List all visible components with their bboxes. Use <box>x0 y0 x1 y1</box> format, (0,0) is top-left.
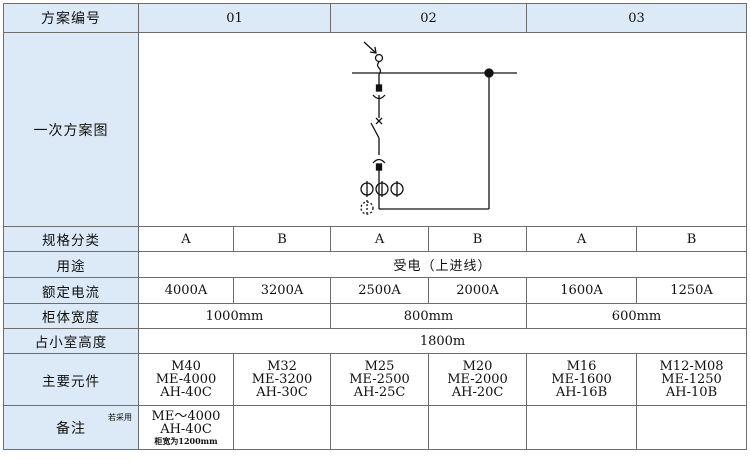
room-height-label: 占小室高度 <box>3 328 139 354</box>
scheme-01: 01 <box>137 3 332 33</box>
cabinet-width-value: 600mm <box>526 303 748 329</box>
component-line: ME-3200 <box>251 372 313 387</box>
component-line: M40 <box>171 359 201 374</box>
lower-plug-arc <box>372 158 386 164</box>
component-cell: M40 ME-4000 AH-40C <box>138 353 234 406</box>
usage-row: 用途 受电（上进线） <box>3 251 748 278</box>
component-line: M20 <box>462 359 493 374</box>
spec-class-value: A <box>526 226 638 252</box>
component-line: ME-1250 <box>661 372 722 387</box>
scheme-spec-table: 方案编号 01 02 03 一次方案图 <box>3 3 748 450</box>
upper-plug-rect <box>375 84 383 92</box>
room-height-value: 1800m <box>137 328 748 354</box>
notes-label-cell: 备注 若采用 <box>3 405 139 450</box>
note-small-line: 柜宽为1200mm <box>154 435 218 446</box>
notes-label: 备注 <box>56 420 86 437</box>
component-line: M16 <box>566 359 597 374</box>
component-line: AH-40C <box>160 385 212 400</box>
component-line: M25 <box>364 359 395 374</box>
incoming-arrow-head <box>369 46 377 54</box>
component-line: M32 <box>267 359 297 374</box>
component-line: AH-30C <box>256 385 308 400</box>
lower-plug-rect <box>375 163 383 171</box>
spec-class-label: 规格分类 <box>3 226 139 252</box>
terminal-circle <box>374 53 384 63</box>
component-cell: M32 ME-3200 AH-30C <box>232 353 332 406</box>
component-cell: M16 ME-1600 AH-16B <box>526 353 638 406</box>
spec-class-value: A <box>330 226 430 252</box>
component-line: ME-2500 <box>349 372 410 387</box>
notes-label-super: 若采用 <box>108 413 132 422</box>
component-line: ME-2000 <box>447 372 508 387</box>
note-cell-empty <box>636 405 748 450</box>
rated-current-value: 4000A <box>138 277 234 304</box>
usage-value: 受电（上进线） <box>137 251 748 278</box>
component-cell: M25 ME-2500 AH-25C <box>330 353 430 406</box>
rated-current-value: 3200A <box>232 277 332 304</box>
components-label: 主要元件 <box>3 353 139 406</box>
note-cell-empty <box>526 405 638 450</box>
note-cell-empty <box>330 405 430 450</box>
primary-scheme-label: 一次方案图 <box>3 32 139 227</box>
breaker-x-b <box>375 117 383 125</box>
spec-class-value: B <box>428 226 528 252</box>
note-cell-empty <box>232 405 332 450</box>
spec-class-value: B <box>232 226 332 252</box>
rated-current-row: 额定电流 4000A 3200A 2500A 2000A 1600A 1250A <box>3 277 748 304</box>
note-line: AH-40C <box>160 421 212 437</box>
rated-current-value: 1600A <box>526 277 638 304</box>
rated-current-value: 1250A <box>636 277 748 304</box>
component-line: AH-20C <box>451 385 504 400</box>
cabinet-width-label: 柜体宽度 <box>3 303 139 329</box>
incoming-arrow-shaft <box>363 41 377 54</box>
diagram-row: 一次方案图 <box>3 32 748 227</box>
spec-class-row: 规格分类 A B A B A B <box>3 226 748 252</box>
spec-class-value: B <box>636 226 748 252</box>
usage-label: 用途 <box>3 251 139 278</box>
component-line: AH-10B <box>665 385 718 400</box>
cabinet-width-value: 800mm <box>330 303 528 329</box>
primary-scheme-diagram-cell <box>137 32 748 227</box>
component-cell: M20 ME-2000 AH-20C <box>428 353 528 406</box>
breaker-contact-line <box>370 122 380 139</box>
component-line: ME-4000 <box>155 372 217 387</box>
component-line: AH-25C <box>353 385 406 400</box>
component-cell: M12-M08 ME-1250 AH-10B <box>636 353 748 406</box>
single-line-diagram <box>352 41 517 216</box>
component-line: ME-1600 <box>551 372 612 387</box>
scheme-02: 02 <box>330 3 528 33</box>
component-line: AH-16B <box>555 385 608 400</box>
header-row: 方案编号 01 02 03 <box>3 3 748 33</box>
rated-current-label: 额定电流 <box>3 277 139 304</box>
rated-current-value: 2500A <box>330 277 430 304</box>
component-line: M12-M08 <box>659 359 724 374</box>
room-height-row: 占小室高度 1800m <box>3 328 748 354</box>
notes-row: 备注 若采用 ME～4000 AH-40C 柜宽为1200mm <box>3 405 748 450</box>
cabinet-width-value: 1000mm <box>137 303 332 329</box>
note-line: ME～4000 <box>151 408 221 424</box>
note-cell-first: ME～4000 AH-40C 柜宽为1200mm <box>138 405 234 450</box>
components-row: 主要元件 M40 ME-4000 AH-40C M32 ME-3200 AH-3… <box>3 353 748 406</box>
scheme-03: 03 <box>526 3 748 33</box>
scheme-number-label: 方案编号 <box>3 3 139 33</box>
spec-class-value: A <box>138 226 234 252</box>
rated-current-value: 2000A <box>428 277 528 304</box>
cabinet-width-row: 柜体宽度 1000mm 800mm 600mm <box>3 303 748 329</box>
contact-curve <box>376 61 382 75</box>
note-cell-empty <box>428 405 528 450</box>
